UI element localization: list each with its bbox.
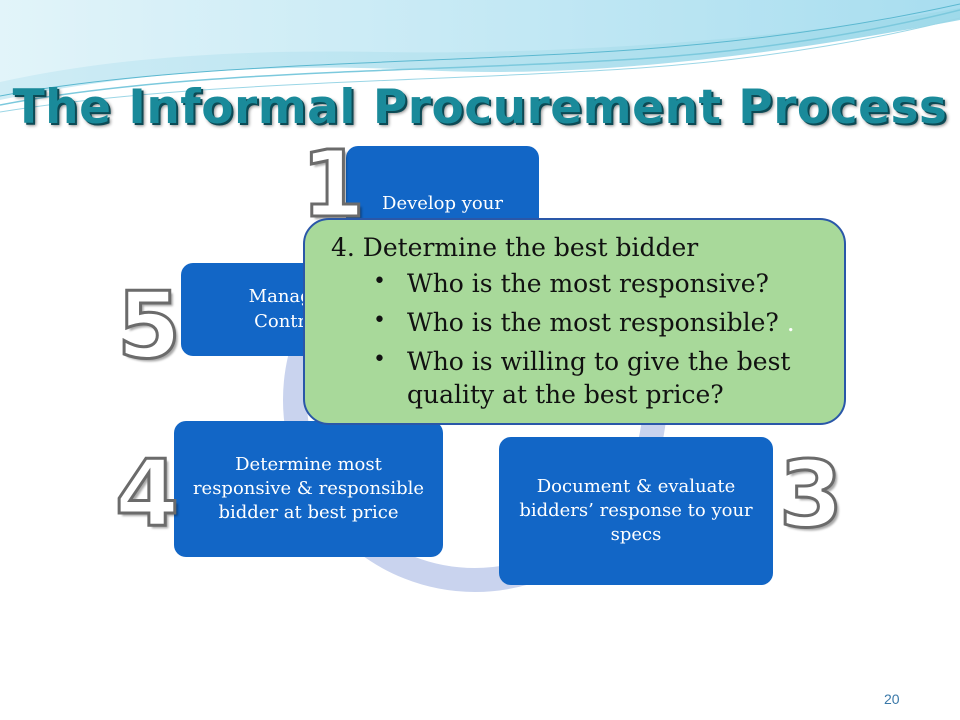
page-number: 20 <box>884 691 900 707</box>
callout-bullet: • Who is the most responsive? <box>373 267 820 300</box>
step-4-box: Determine most responsive & responsible … <box>174 421 443 557</box>
step-3-box: Document & evaluate bidders’ response to… <box>499 437 773 585</box>
step-3-label: Document & evaluate bidders’ response to… <box>519 475 753 546</box>
callout-bullet: • Who is willing to give the best qualit… <box>373 345 820 411</box>
bullet-dot-icon: • <box>373 346 386 372</box>
callout-box: 4. Determine the best bidder • Who is th… <box>303 218 846 425</box>
bullet-dot-icon: • <box>373 307 386 333</box>
callout-bullet-text: Who is willing to give the best quality … <box>407 346 791 409</box>
callout-heading: 4. Determine the best bidder <box>331 233 699 262</box>
step-4-label: Determine most responsive & responsible … <box>192 453 425 524</box>
step-5-number: 5 <box>115 272 182 379</box>
callout-bullet: • Who is the most responsible? <box>373 306 820 339</box>
step-1-number: 1 <box>299 131 366 238</box>
callout-bullet-list: • Who is the most responsive? • Who is t… <box>331 267 820 411</box>
page-title: The Informal Procurement Process <box>12 80 948 135</box>
callout-bullet-text: Who is the most responsive? <box>407 268 769 298</box>
step-4-number: 4 <box>113 440 180 547</box>
wave-header-decoration <box>0 0 960 113</box>
bullet-dot-icon: • <box>373 268 386 294</box>
step-3-number: 3 <box>777 441 844 548</box>
callout-bullet-text: Who is the most responsible? <box>407 307 779 337</box>
